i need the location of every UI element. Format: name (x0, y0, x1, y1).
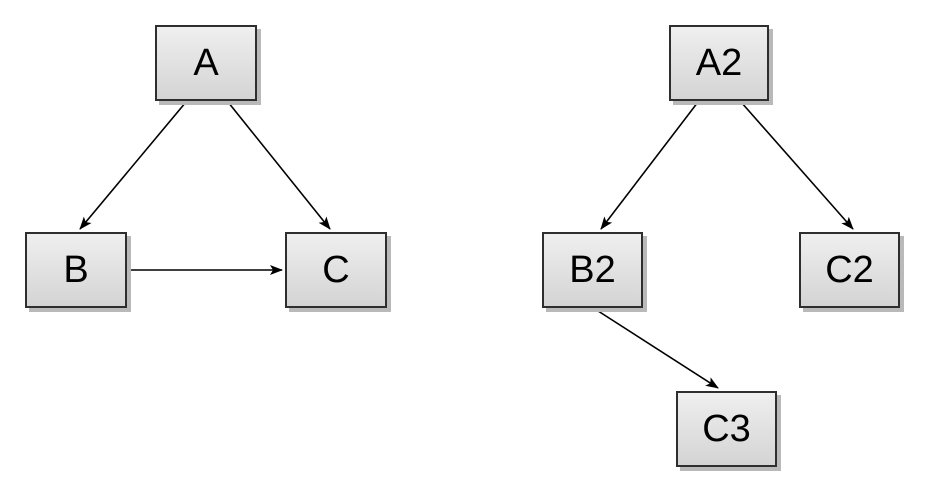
node-C3: C3 (676, 391, 777, 467)
node-C: C (285, 232, 387, 308)
node-A: A (155, 25, 257, 101)
edge-A-B (79, 101, 187, 230)
node-A2: A2 (669, 25, 769, 101)
edge-A2-B2 (600, 101, 699, 230)
edge-B2-C3 (594, 308, 719, 389)
node-B2: B2 (542, 232, 643, 308)
node-B: B (25, 232, 127, 308)
node-C2: C2 (799, 232, 900, 308)
edge-A-C (227, 101, 331, 230)
edge-A2-C2 (740, 101, 854, 230)
